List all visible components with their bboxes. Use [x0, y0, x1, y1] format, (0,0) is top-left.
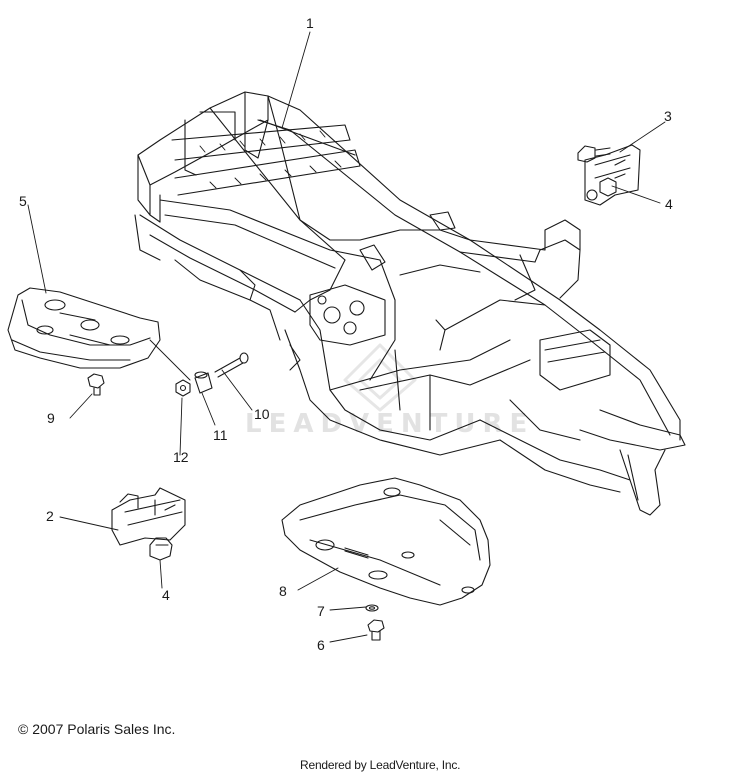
rendered-by-credit: Rendered by LeadVenture, Inc. — [300, 758, 461, 772]
callout-7: 7 — [317, 603, 325, 619]
callout-9: 9 — [47, 410, 55, 426]
callout-4-upper: 4 — [665, 196, 673, 212]
watermark-emblem — [343, 343, 417, 412]
callout-10: 10 — [254, 406, 270, 422]
washer-7 — [365, 604, 379, 612]
main-frame — [134, 91, 686, 516]
callout-2: 2 — [46, 508, 54, 524]
front-skid-plate — [281, 477, 491, 606]
copyright-notice: © 2007 Polaris Sales Inc. — [18, 721, 176, 737]
callout-3: 3 — [664, 108, 672, 124]
bolt-4-upper — [577, 145, 617, 197]
rear-mount-bracket — [111, 487, 186, 546]
bolt-4-lower — [149, 537, 173, 561]
screw-9 — [87, 373, 105, 396]
callout-8: 8 — [279, 583, 287, 599]
spacer-11 — [194, 371, 213, 394]
nut-12 — [175, 379, 191, 397]
callout-1: 1 — [306, 15, 314, 31]
screw-6 — [367, 619, 385, 641]
callout-4-lower: 4 — [162, 587, 170, 603]
rear-skid-plate — [7, 287, 161, 369]
front-mount-bracket — [584, 144, 641, 206]
callout-12: 12 — [173, 449, 189, 465]
callout-5: 5 — [19, 193, 27, 209]
callout-6: 6 — [317, 637, 325, 653]
watermark-text: LEADVENTURE — [245, 409, 535, 439]
leader-lines — [27, 31, 666, 643]
callout-11: 11 — [213, 427, 228, 443]
bolt-10 — [214, 352, 249, 378]
